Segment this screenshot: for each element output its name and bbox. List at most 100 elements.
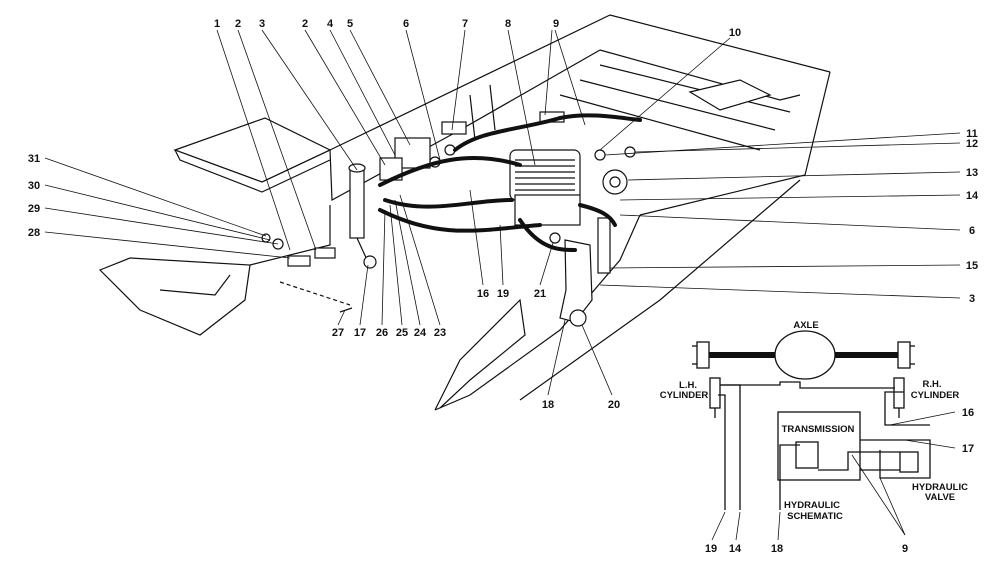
- hull-rib-4: [489, 84, 496, 131]
- left-cylinder-body: [349, 167, 365, 239]
- hoses: [378, 113, 642, 252]
- fitting-12: [624, 146, 636, 158]
- hose-b: [383, 198, 514, 209]
- right-cylinder-body: [597, 217, 611, 274]
- left-frame-line: [249, 205, 331, 266]
- left-cylinder-top: [348, 163, 366, 173]
- hull-rib-3: [599, 64, 791, 113]
- hull-rib-2: [579, 79, 776, 131]
- callout-12: 12: [966, 138, 978, 150]
- callout-14: 14: [966, 190, 979, 202]
- line-16: [884, 391, 930, 426]
- callout-3: 3: [259, 18, 265, 30]
- line-14: [720, 384, 741, 510]
- callout-5: 5: [347, 18, 353, 30]
- schematic-rh-label-2: CYLINDER: [911, 390, 960, 401]
- axle-right-hub: [897, 341, 911, 369]
- fitting-11: [594, 149, 606, 161]
- hull-drawing: [98, 14, 831, 411]
- right-step-block: [688, 79, 772, 111]
- hose-d: [453, 116, 562, 152]
- hydraulic-schematic: [692, 330, 956, 536]
- steering-arm-pivot: [569, 309, 587, 327]
- line-19: [718, 394, 726, 510]
- callout-25: 25: [396, 327, 408, 339]
- schematic-callout-9: 9: [902, 543, 908, 555]
- transmission-pump: [795, 441, 819, 469]
- callout-2: 2: [235, 18, 241, 30]
- callout-19: 19: [497, 288, 509, 300]
- callout-2b: 2: [302, 18, 308, 30]
- callout-26: 26: [376, 327, 388, 339]
- fitting-7: [441, 121, 467, 135]
- callouts: 1 2 3 2 4 5 6 7 8 9 10 11 12 13 14 6 15 …: [28, 18, 979, 411]
- left-deck-edge: [174, 149, 331, 193]
- hull-right-edge: [639, 71, 831, 216]
- axle-differential: [774, 330, 836, 380]
- hose-e: [558, 113, 642, 122]
- leader-lines: [44, 29, 961, 396]
- rh-cylinder: [893, 377, 905, 409]
- callout-21: 21: [534, 288, 546, 300]
- callout-3b: 3: [969, 293, 975, 305]
- schematic-transmission-label: TRANSMISSION: [782, 424, 855, 435]
- callout-7: 7: [462, 18, 468, 30]
- schematic-leader-19-14-18: [711, 511, 781, 541]
- callout-30: 30: [28, 180, 40, 192]
- schematic-lh-label-2: CYLINDER: [660, 390, 709, 401]
- hull-rib-1: [559, 94, 761, 151]
- schematic-callout-19: 19: [705, 543, 717, 555]
- callout-18: 18: [542, 399, 554, 411]
- callout-28: 28: [28, 227, 40, 239]
- schematic-lh-label-1: L.H.: [679, 380, 697, 391]
- callout-8: 8: [505, 18, 511, 30]
- callout-4: 4: [327, 18, 334, 30]
- schematic-callout-17: 17: [962, 443, 974, 455]
- schematic-title-1: HYDRAULIC: [784, 500, 840, 511]
- left-lower-panel: [98, 257, 251, 336]
- schematic-callout-18: 18: [771, 543, 783, 555]
- dashed-axis: [279, 281, 351, 306]
- left-cylinder-eye: [363, 255, 377, 269]
- callout-16: 16: [477, 288, 489, 300]
- schematic-axle-label: AXLE: [793, 320, 818, 331]
- schematic-callout-14: 14: [729, 543, 742, 555]
- pump-housing: [509, 149, 581, 201]
- schematic-title-2: SCHEMATIC: [787, 511, 843, 522]
- pump-base: [514, 194, 581, 226]
- left-lower-panel-inner: [159, 274, 231, 296]
- hose-f: [518, 218, 577, 252]
- callout-24: 24: [414, 327, 427, 339]
- motor-13-hub: [609, 176, 621, 188]
- left-deck-panel: [173, 117, 332, 183]
- callout-6b: 6: [969, 225, 975, 237]
- hose-c: [378, 208, 542, 233]
- schematic-labels: AXLE L.H. CYLINDER R.H. CYLINDER TRANSMI…: [660, 320, 974, 555]
- pin-28: [287, 255, 311, 267]
- schematic-rh-label-1: R.H.: [923, 379, 942, 390]
- line-9: [818, 451, 900, 471]
- pump-fins: [515, 159, 575, 191]
- schematic-callout-16: 16: [962, 407, 974, 419]
- hull-lower-right: [434, 214, 641, 411]
- lh-cylinder: [709, 377, 721, 409]
- line-18: [779, 444, 800, 510]
- callout-20: 20: [608, 399, 620, 411]
- hose-g: [578, 203, 617, 227]
- hull-floor-line: [599, 49, 801, 101]
- callout-27: 27: [332, 327, 344, 339]
- callout-29: 29: [28, 203, 40, 215]
- axle-left-hub: [696, 341, 710, 369]
- callout-10: 10: [729, 27, 741, 39]
- hull-top-edge: [261, 14, 831, 183]
- callout-17: 17: [354, 327, 366, 339]
- line-top-cross: [720, 381, 895, 389]
- schematic-valve-label-1: HYDRAULIC: [912, 482, 968, 493]
- pin-28b: [314, 247, 336, 259]
- callout-11: 11: [966, 128, 978, 140]
- schematic-valve-label-2: VALVE: [925, 492, 955, 503]
- callout-9: 9: [553, 18, 559, 30]
- hull-rib-5: [469, 94, 476, 141]
